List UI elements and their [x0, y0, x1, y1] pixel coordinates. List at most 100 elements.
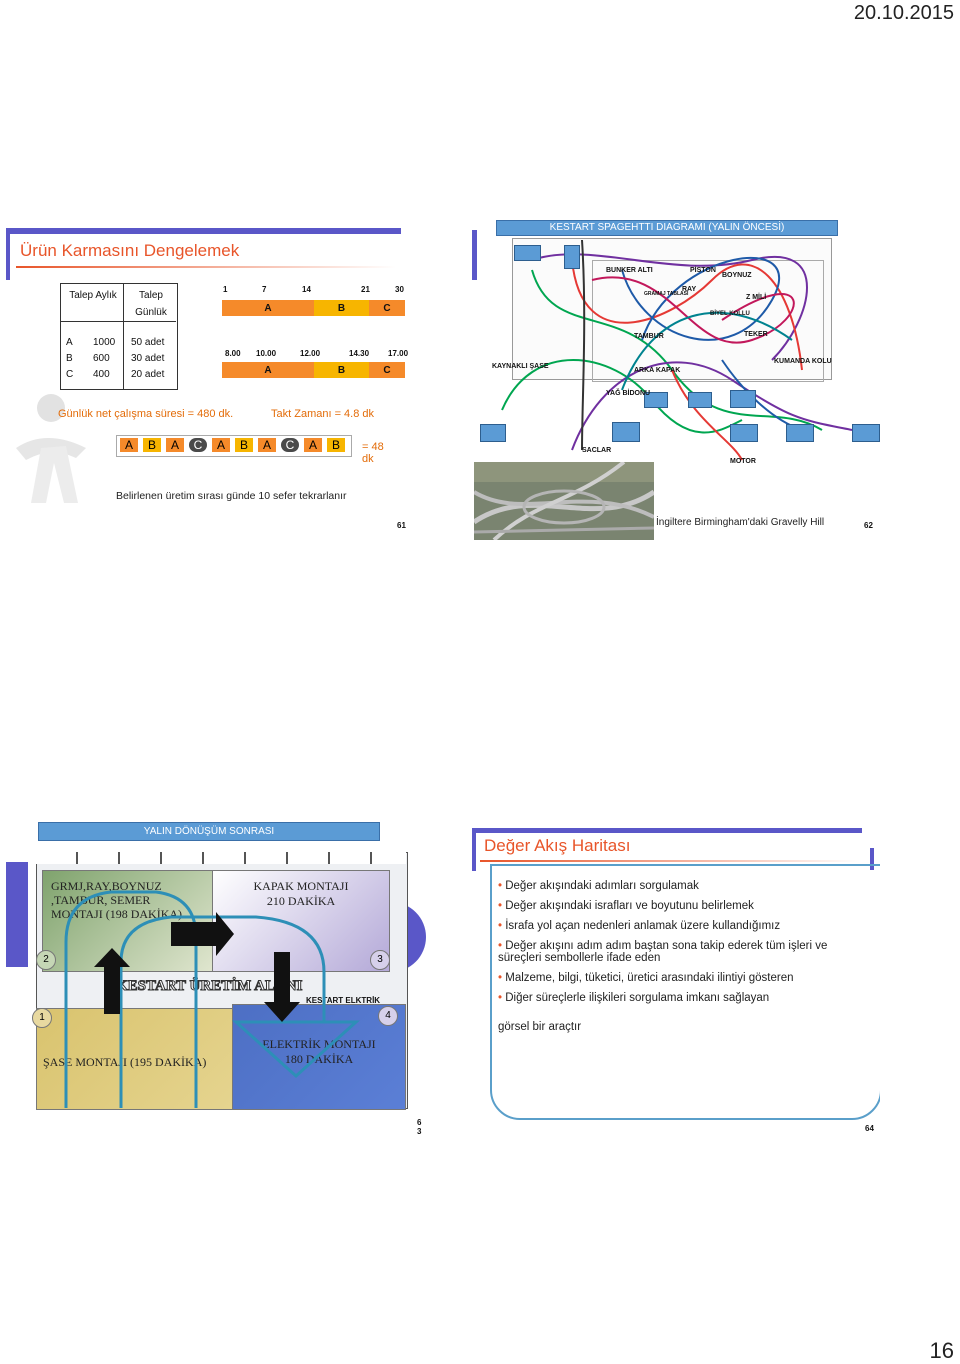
seq-item: A — [258, 438, 276, 452]
label-teker: TEKER — [744, 331, 768, 338]
header-daily: Talep Günlük — [135, 290, 167, 318]
slide-63: YALIN DÖNÜŞÜM SONRASI GRMJ,RAY,BOYNUZ ,T… — [6, 822, 428, 1138]
monthly-bar: A B C — [222, 300, 405, 316]
slide-title: Değer Akış Haritası — [484, 836, 631, 855]
label-kumanda: KUMANDA KOLU — [774, 358, 832, 365]
label-yag: YAĞ BİDONU — [606, 390, 651, 397]
title-underline — [16, 266, 396, 268]
station-box — [480, 424, 506, 442]
step-circle-3: 3 — [370, 950, 390, 970]
net-time-text: Günlük net çalışma süresi = 480 dk. — [58, 408, 234, 420]
list-item: • Değer akışını adım adım baştan sona ta… — [498, 940, 828, 964]
seq-item: B — [143, 438, 161, 452]
day-tick-21: 21 — [361, 285, 370, 294]
flow-arrows — [64, 890, 360, 1108]
step-circle-1: 1 — [32, 1008, 52, 1028]
label-kaynakli: KAYNAKLI ŞASE — [492, 363, 549, 370]
electric-area-label: KESTART ELKTRİK — [306, 996, 381, 1005]
seq-item: A — [120, 438, 138, 452]
total-time-text: = 48 dk — [362, 441, 384, 465]
daily-bar-a: A — [222, 362, 314, 378]
slide-title: KESTART SPAGEHTTI DIAGRAMI (YALIN ÖNCESİ… — [496, 220, 838, 236]
assembly-box-2-line2: 210 DAKİKA — [266, 894, 336, 908]
row-b-monthly: 600 — [93, 353, 110, 364]
slide-number: 62 — [864, 521, 873, 530]
label-arka: ARKA KAPAK — [634, 367, 681, 374]
production-area-label: KESTART ÜRETİM ALANI — [115, 978, 303, 995]
row-a-product: A — [66, 337, 73, 348]
label-zmili: Z MİLİ — [746, 294, 767, 301]
row-c-product: C — [66, 369, 74, 380]
header-monthly: Talep Aylık — [69, 290, 117, 301]
slide-number-bottom: 3 — [417, 1127, 422, 1136]
station-box — [786, 424, 814, 442]
repeat-note: Belirlenen üretim sırası günde 10 sefer … — [116, 490, 347, 502]
list-item: • Diğer süreçlerle ilişkileri sorgulama … — [498, 992, 770, 1004]
station-box — [514, 245, 541, 261]
bullet-list: • Değer akışındaki adımları sorgulamak •… — [498, 880, 860, 1012]
slide-title: Ürün Karmasını Dengelemek — [20, 241, 240, 260]
list-item: • Malzeme, bilgi, tüketici, üretici aras… — [498, 972, 794, 984]
assembly-box-2: KAPAK MONTAJI 210 DAKİKA — [212, 870, 390, 972]
station-box — [730, 390, 756, 408]
day-tick-1: 1 — [223, 285, 228, 294]
assembly-box-3-label: ŞASE MONTAJI (195 DAKİKA) — [43, 1055, 207, 1069]
row-b-product: B — [66, 353, 73, 364]
seq-item: A — [304, 438, 322, 452]
seq-item: B — [327, 438, 345, 452]
station-box — [852, 424, 880, 442]
spaghetti-paths — [501, 239, 853, 461]
step-circle-2: 2 — [36, 950, 56, 970]
row-a-daily: 50 adet — [131, 337, 165, 348]
assembly-box-1-label: GRMJ,RAY,BOYNUZ ,TAMBUR, SEMER MONTAJI (… — [51, 879, 183, 921]
daily-bar-c: C — [369, 362, 405, 378]
list-item: • İsrafa yol açan nedenleri anlamak üzer… — [498, 920, 781, 932]
row-c-daily: 20 adet — [131, 369, 165, 380]
label-motor: MOTOR — [730, 458, 756, 465]
photo-caption: İngiltere Birmingham'daki Gravelly Hill — [656, 517, 825, 528]
label-saclar: SACLAR — [582, 447, 612, 454]
step-circle-4: 4 — [378, 1006, 398, 1026]
time-tick-1430: 14.30 — [349, 349, 370, 358]
production-sequence: A B A C A B A C A B — [120, 438, 345, 452]
daily-bar: A B C — [222, 362, 405, 378]
monthly-bar-c: C — [369, 300, 405, 316]
slide-title: YALIN DÖNÜŞÜM SONRASI — [38, 822, 380, 841]
label-bunker: BUNKER ALTI — [606, 267, 653, 274]
assembly-box-2-line1: KAPAK MONTAJI — [253, 879, 349, 893]
assembly-box-3: ŞASE MONTAJI (195 DAKİKA) — [36, 1008, 233, 1110]
monthly-bar-b: B — [314, 300, 369, 316]
slide-64: Değer Akış Haritası • Değer akışındaki a… — [472, 828, 880, 1138]
day-tick-14: 14 — [302, 285, 311, 294]
monthly-bar-a: A — [222, 300, 314, 316]
title-bar — [6, 228, 401, 234]
page-number: 16 — [929, 1338, 954, 1363]
highway-interchange-photo — [474, 462, 654, 540]
day-tick-30: 30 — [395, 285, 404, 294]
label-biyel: BİYEL KOLLU — [710, 311, 750, 317]
seq-item: A — [166, 438, 184, 452]
demand-table — [60, 283, 178, 390]
time-tick-1200: 12.00 — [300, 349, 321, 358]
list-item: • Değer akışındaki adımları sorgulamak — [498, 880, 699, 892]
row-c-monthly: 400 — [93, 369, 110, 380]
left-accent — [6, 234, 10, 280]
daily-bar-b: B — [314, 362, 369, 378]
slide-number: 61 — [397, 521, 406, 530]
label-tambur: TAMBUR — [634, 333, 664, 340]
content-frame — [490, 864, 880, 1120]
station-box — [688, 392, 712, 408]
stick-figure-icon — [16, 394, 86, 503]
seq-item: A — [212, 438, 230, 452]
takt-time-text: Takt Zamanı = 4.8 dk — [271, 408, 375, 420]
station-box — [644, 392, 668, 408]
time-tick-1000: 10.00 — [256, 349, 277, 358]
label-boyniz: BOYNUZ — [722, 272, 752, 279]
closing-text: görsel bir araçtır — [498, 1021, 582, 1033]
label-gramaj: GRAMAJ TABLASI — [644, 291, 689, 297]
time-tick-1700: 17.00 — [388, 349, 409, 358]
station-box — [564, 245, 580, 269]
day-tick-7: 7 — [262, 285, 267, 294]
slide-62: KESTART SPAGEHTTI DIAGRAMI (YALIN ÖNCESİ… — [472, 220, 880, 540]
label-piston: PİSTON — [690, 267, 716, 274]
